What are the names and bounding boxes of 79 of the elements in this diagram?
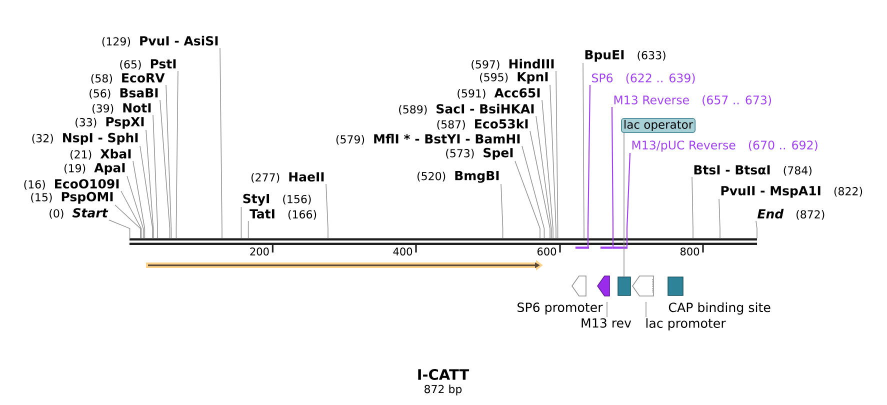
- leader-line: [240, 206, 242, 239]
- leader-line: [582, 62, 584, 239]
- leader-line: [152, 114, 158, 239]
- site-label: (32) NspI - SphI: [32, 132, 138, 145]
- leader-line: [248, 220, 249, 239]
- primer-label: M13/pUC Reverse (670 .. 692): [632, 140, 818, 152]
- primer-bar: [576, 246, 589, 249]
- leader-line: [756, 220, 758, 239]
- caption: 872 bp: [424, 384, 462, 396]
- leader-line: [176, 70, 178, 239]
- leader-line: [530, 130, 550, 239]
- leader-line: [550, 84, 556, 239]
- site-label: (277) HaeII: [252, 172, 324, 183]
- primer-bar: [600, 246, 612, 249]
- site-label: PvuII - MspA1I (822): [721, 186, 862, 198]
- site-label: (579) MflI * - BstYI - BamHI: [336, 134, 520, 145]
- tick-label: 600: [538, 248, 556, 256]
- feature-symbol: [632, 276, 654, 296]
- leader-line: [146, 130, 154, 239]
- site-label: TatI (166): [250, 209, 316, 220]
- leader-line: [522, 146, 545, 239]
- title: I-CATT: [418, 369, 470, 380]
- leader-line: [140, 146, 153, 239]
- feature-box: [618, 276, 631, 296]
- leader-line: [626, 152, 631, 247]
- site-label: (33) PspXI: [76, 117, 144, 129]
- leader-line: [611, 107, 614, 247]
- leader-line: [166, 84, 172, 239]
- end-label: End (872): [757, 208, 824, 220]
- site-label: (573) SpeI: [446, 148, 513, 160]
- feature-label: CAP binding site: [668, 302, 770, 315]
- leader-line: [126, 176, 144, 239]
- site-label: (56) BsaBI: [90, 88, 158, 99]
- site-label: (597) HindIII: [472, 58, 554, 70]
- leader-line: [500, 184, 504, 239]
- feature-label: SP6 promoter: [518, 302, 603, 314]
- leader-line: [108, 220, 130, 239]
- tick-label: 800: [680, 248, 700, 256]
- site-label: (58) EcoRV: [91, 73, 165, 84]
- sequence-line: [128, 238, 758, 245]
- primer-label: M13 Reverse (657 .. 673): [614, 95, 772, 106]
- feature-tag: lac operator: [621, 118, 696, 133]
- site-label: (39) NotI: [92, 103, 151, 114]
- site-label: (589) SacI - BsiHKAI: [399, 104, 534, 115]
- leader-line: [160, 100, 170, 239]
- site-label: (65) PstI: [120, 59, 176, 70]
- tick-label: 200: [250, 248, 269, 256]
- site-label: (19) ApaI: [64, 163, 125, 175]
- leader-line: [718, 198, 720, 239]
- site-label: (129) PvuI - AsiSI: [102, 36, 218, 47]
- site-label: (591) Acc65I: [458, 88, 540, 99]
- primer-label: SP6 (622 .. 639): [592, 73, 695, 84]
- leader-line: [132, 160, 146, 239]
- end-label: (0) Start: [50, 208, 108, 219]
- tick-label: 400: [393, 248, 412, 256]
- site-label: BtsI - BtsαI (784): [694, 165, 812, 176]
- site-label: (595) KpnI: [480, 72, 548, 84]
- leader-line: [326, 184, 328, 239]
- feature-label: M13 rev: [582, 318, 632, 328]
- site-label: (587) Eco53kI: [437, 118, 528, 130]
- leader-line: [220, 48, 222, 239]
- site-label: (15) PspOMI: [31, 192, 113, 204]
- leader-line: [120, 190, 142, 239]
- feature-label: lac promoter: [646, 318, 726, 330]
- leader-line: [692, 176, 694, 239]
- site-label: StyI (156): [243, 194, 311, 206]
- site-label: BpuEI (633): [585, 50, 666, 62]
- leader-line: [114, 204, 141, 239]
- site-label: (16) EcoO109I: [24, 179, 119, 190]
- leader-line: [606, 302, 608, 318]
- leader-line: [514, 160, 540, 239]
- leader-line: [587, 85, 591, 247]
- leader-line: [536, 116, 552, 239]
- leader-line: [556, 70, 558, 239]
- site-label: (21) XbaI: [70, 148, 131, 160]
- leader-line: [542, 100, 554, 239]
- feature-symbol: [597, 276, 610, 296]
- site-label: (520) BmgBI: [418, 171, 499, 183]
- primer-bar: [612, 246, 628, 249]
